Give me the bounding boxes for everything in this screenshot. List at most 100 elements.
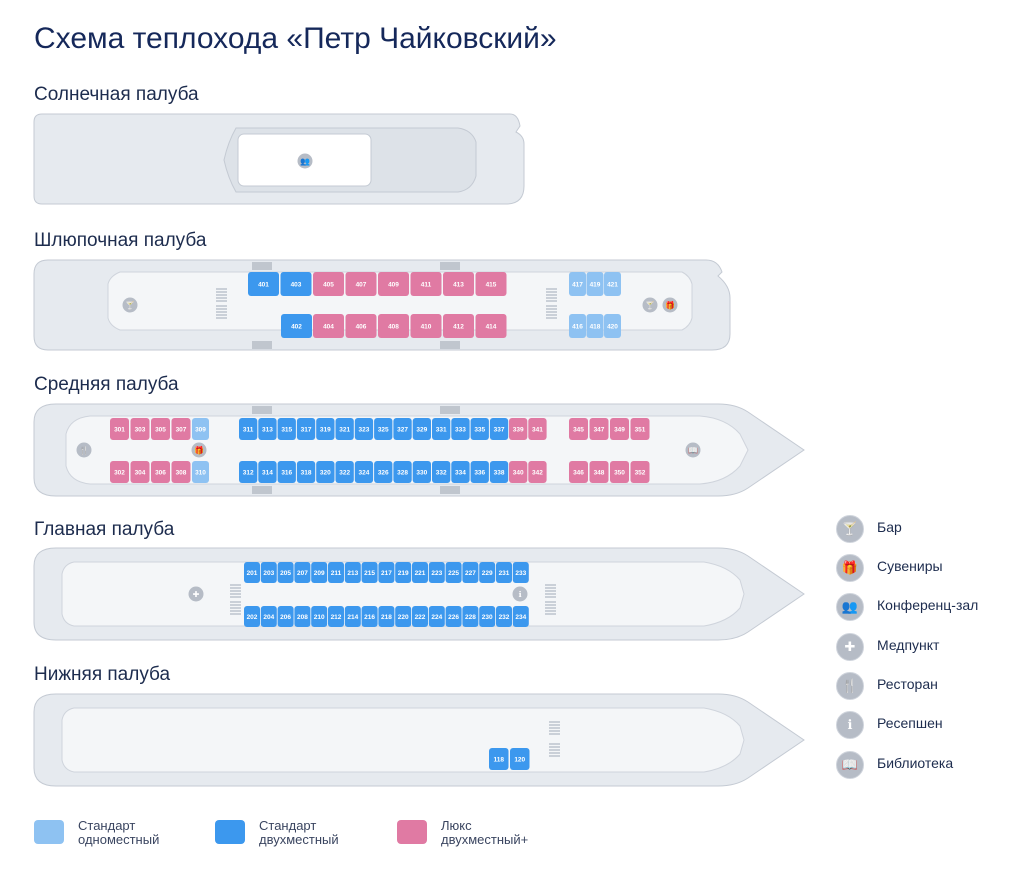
cabin-block[interactable] [316,461,335,483]
cabin-block[interactable] [509,461,528,483]
cabin-320[interactable]: 320 [316,461,335,483]
cabin-327[interactable]: 327 [393,418,412,440]
cabin-308[interactable]: 308 [171,461,191,483]
cabin-block[interactable] [258,461,277,483]
cabin-416[interactable]: 416 [569,314,586,338]
cabin-block[interactable] [610,418,629,440]
cabin-414[interactable]: 414 [475,314,507,338]
cabin-block[interactable] [479,562,496,583]
cabin-306[interactable]: 306 [151,461,170,483]
cabin-225[interactable]: 225 [445,562,462,583]
cabin-217[interactable]: 217 [378,562,395,583]
cabin-block[interactable] [354,461,374,483]
cabin-311[interactable]: 311 [239,418,258,440]
cabin-329[interactable]: 329 [412,418,431,440]
cabin-227[interactable]: 227 [462,562,479,583]
cabin-block[interactable] [410,314,442,338]
cabin-block[interactable] [443,272,474,296]
cabin-block[interactable] [277,606,294,627]
cabin-block[interactable] [589,418,609,440]
cabin-block[interactable] [496,562,512,583]
cabin-336[interactable]: 336 [470,461,489,483]
cabin-405[interactable]: 405 [313,272,344,296]
cabin-326[interactable]: 326 [374,461,393,483]
cabin-block[interactable] [277,562,294,583]
cabin-316[interactable]: 316 [277,461,296,483]
cabin-408[interactable]: 408 [378,314,409,338]
cabin-305[interactable]: 305 [151,418,170,440]
cabin-338[interactable]: 338 [489,461,509,483]
cabin-322[interactable]: 322 [335,461,354,483]
cabin-342[interactable]: 342 [528,461,547,483]
cabin-block[interactable] [630,418,650,440]
cabin-block[interactable] [244,562,260,583]
cabin-block[interactable] [171,461,191,483]
cabin-202[interactable]: 202 [244,606,260,627]
cabin-block[interactable] [586,272,604,296]
cabin-block[interactable] [395,606,412,627]
cabin-block[interactable] [239,418,258,440]
cabin-409[interactable]: 409 [378,272,409,296]
cabin-block[interactable] [569,418,588,440]
cabin-block[interactable] [569,461,588,483]
cabin-block[interactable] [192,418,209,440]
cabin-block[interactable] [604,314,621,338]
cabin-block[interactable] [130,461,150,483]
cabin-block[interactable] [569,272,586,296]
cabin-block[interactable] [462,562,479,583]
cabin-block[interactable] [509,418,528,440]
cabin-block[interactable] [604,272,621,296]
cabin-block[interactable] [130,418,150,440]
cabin-block[interactable] [412,606,428,627]
cabin-339[interactable]: 339 [509,418,528,440]
cabin-block[interactable] [393,461,412,483]
cabin-301[interactable]: 301 [110,418,129,440]
cabin-348[interactable]: 348 [589,461,609,483]
cabin-block[interactable] [445,562,462,583]
cabin-347[interactable]: 347 [589,418,609,440]
cabin-319[interactable]: 319 [316,418,335,440]
cabin-block[interactable] [311,562,328,583]
cabin-block[interactable] [470,461,489,483]
cabin-block[interactable] [260,562,277,583]
cabin-218[interactable]: 218 [378,606,395,627]
cabin-block[interactable] [512,562,529,583]
cabin-351[interactable]: 351 [630,418,650,440]
cabin-222[interactable]: 222 [412,606,428,627]
cabin-block[interactable] [151,461,170,483]
cabin-block[interactable] [335,418,354,440]
cabin-block[interactable] [378,314,409,338]
cabin-331[interactable]: 331 [432,418,451,440]
cabin-block[interactable] [248,272,279,296]
cabin-block[interactable] [378,272,409,296]
cabin-block[interactable] [328,606,344,627]
cabin-417[interactable]: 417 [569,272,586,296]
cabin-block[interactable] [393,418,412,440]
cabin-205[interactable]: 205 [277,562,294,583]
cabin-block[interactable] [311,606,328,627]
cabin-407[interactable]: 407 [345,272,377,296]
cabin-410[interactable]: 410 [410,314,442,338]
cabin-block[interactable] [412,418,431,440]
cabin-block[interactable] [294,606,311,627]
cabin-block[interactable] [475,314,507,338]
cabin-350[interactable]: 350 [610,461,629,483]
cabin-310[interactable]: 310 [192,461,209,483]
cabin-302[interactable]: 302 [110,461,129,483]
cabin-207[interactable]: 207 [294,562,311,583]
cabin-210[interactable]: 210 [311,606,328,627]
cabin-block[interactable] [110,461,129,483]
cabin-233[interactable]: 233 [512,562,529,583]
cabin-block[interactable] [374,418,393,440]
cabin-block[interactable] [412,461,431,483]
cabin-block[interactable] [192,461,209,483]
cabin-403[interactable]: 403 [280,272,312,296]
cabin-block[interactable] [151,418,170,440]
cabin-321[interactable]: 321 [335,418,354,440]
cabin-413[interactable]: 413 [443,272,474,296]
cabin-419[interactable]: 419 [586,272,604,296]
cabin-block[interactable] [528,461,547,483]
cabin-block[interactable] [378,606,395,627]
cabin-234[interactable]: 234 [512,606,529,627]
cabin-block[interactable] [277,418,296,440]
